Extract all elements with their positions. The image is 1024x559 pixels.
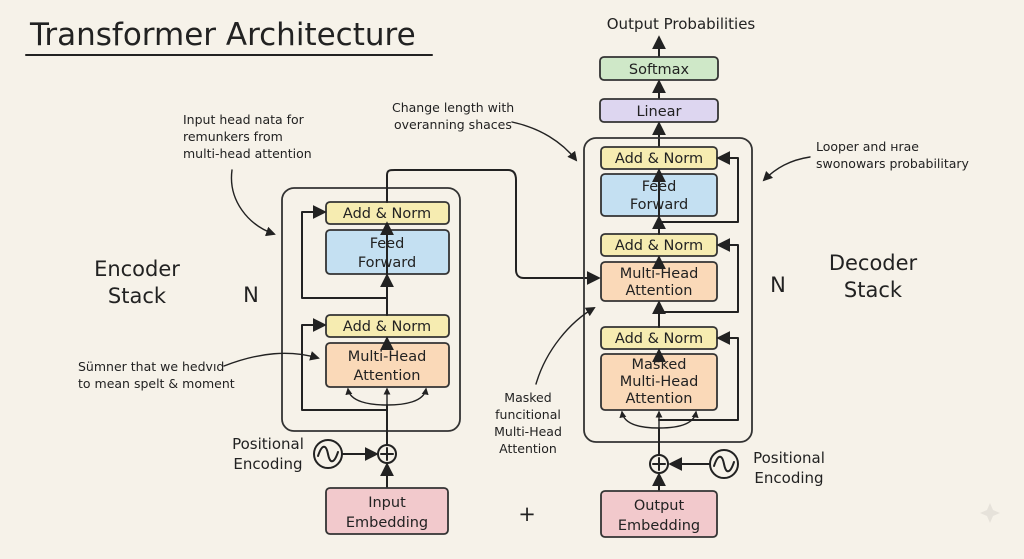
- encoder-sine-wave: [317, 445, 339, 463]
- encoder-to-decoder-arrow: [386, 169, 601, 285]
- annotation-sumner-arrow: [223, 351, 320, 367]
- annotation-change-length-1: Change length with: [392, 100, 514, 115]
- annotation-change-length-2: overanning shaces: [394, 117, 512, 132]
- decoder-add-norm-mid-label: Add & Norm: [615, 238, 703, 254]
- encoder-attention-label-2: Attention: [354, 368, 421, 384]
- annotation-input-head-3: multi-head attention: [183, 146, 312, 161]
- plus-sign: +: [518, 502, 536, 526]
- decoder-stack-label-2: Stack: [844, 278, 903, 302]
- decoder-sine-wave: [713, 455, 735, 473]
- encoder-embedding-label-1: Input: [368, 495, 406, 511]
- annotation-input-head-1: Input head nata for: [183, 112, 305, 127]
- output-probabilities-label: Output Probabilities: [607, 15, 756, 33]
- encoder-residual-attn: [301, 318, 388, 411]
- encoder-positional-label-1: Positional: [232, 435, 304, 453]
- decoder-embedding-label-1: Output: [634, 498, 685, 514]
- annotation-looper-2: swonowars probabilitary: [816, 156, 970, 171]
- sparkle-icon: [980, 503, 1000, 523]
- decoder-residual-cross: [658, 238, 739, 313]
- decoder-add-norm-bottom-label: Add & Norm: [615, 331, 703, 347]
- softmax-label: Softmax: [629, 62, 690, 78]
- annotation-sumner-1: Sümner that we hedvıd: [78, 359, 224, 374]
- decoder-embedding-box: [600, 490, 718, 538]
- decoder-cross-attention-label-1: Multi-Head: [620, 266, 699, 282]
- annotation-change-length-arrow: [511, 121, 578, 162]
- decoder-cross-attention-label-2: Attention: [626, 283, 693, 299]
- annotation-masked-func-3: Multi-Head: [494, 424, 562, 439]
- annotation-masked-func-1: Masked: [504, 390, 551, 405]
- annotation-looper-1: Looper and нrae: [816, 139, 919, 154]
- decoder-masked-input-arrow-v: [658, 410, 699, 429]
- encoder-positional-label-2: Encoding: [233, 455, 302, 473]
- encoder-n-label: N: [243, 283, 259, 307]
- decoder-stack-label-1: Decoder: [829, 251, 918, 275]
- encoder-attn-input-arrow-v: [386, 387, 429, 406]
- decoder-residual-masked: [658, 331, 739, 421]
- decoder-positional-label-1: Positional: [753, 449, 825, 467]
- encoder-attention-label-1: Multi-Head: [348, 349, 427, 365]
- decoder-positional-label-2: Encoding: [754, 469, 823, 487]
- annotation-input-head-2: remunkers from: [183, 129, 283, 144]
- decoder-embedding-label-2: Embedding: [618, 518, 700, 534]
- encoder-embedding-label-2: Embedding: [346, 515, 428, 531]
- decoder-stack: Output Probabilities Softmax Linear Add …: [583, 15, 756, 538]
- encoder-stack-label-1: Encoder: [94, 257, 180, 281]
- encoder-attn-input-arrow-q: [345, 387, 388, 406]
- annotation-masked-func-4: Attention: [499, 441, 557, 456]
- decoder-add-norm-top-label: Add & Norm: [615, 151, 703, 167]
- encoder-add-norm-bottom-label: Add & Norm: [343, 319, 431, 335]
- linear-label: Linear: [636, 104, 681, 120]
- encoder-residual-ff: [301, 205, 388, 299]
- annotation-input-head-arrow: [230, 169, 276, 237]
- decoder-masked-label-2: Multi-Head: [620, 374, 699, 390]
- encoder-add-norm-top-label: Add & Norm: [343, 206, 431, 222]
- annotation-masked-func-2: funcitional: [495, 407, 561, 422]
- decoder-n-label: N: [770, 273, 786, 297]
- decoder-residual-ff: [658, 151, 739, 223]
- annotation-sumner-2: to mean spelt & moment: [78, 376, 235, 391]
- encoder-embedding-box: [325, 487, 449, 535]
- decoder-masked-input-arrow-q: [619, 410, 660, 429]
- decoder-stack-frame: [583, 137, 753, 443]
- decoder-masked-label-3: Attention: [626, 391, 693, 407]
- decoder-masked-label-1: Masked: [632, 357, 687, 373]
- annotation-looper-arrow: [762, 156, 811, 182]
- annotation-masked-func-arrow: [535, 307, 596, 385]
- encoder-stack-label-2: Stack: [108, 284, 167, 308]
- encoder-stack-frame: [281, 187, 461, 432]
- diagram-title: Transformer Architecture: [29, 17, 416, 53]
- encoder-stack: Add & Norm Feed Forward Add & Norm Multi…: [281, 187, 461, 535]
